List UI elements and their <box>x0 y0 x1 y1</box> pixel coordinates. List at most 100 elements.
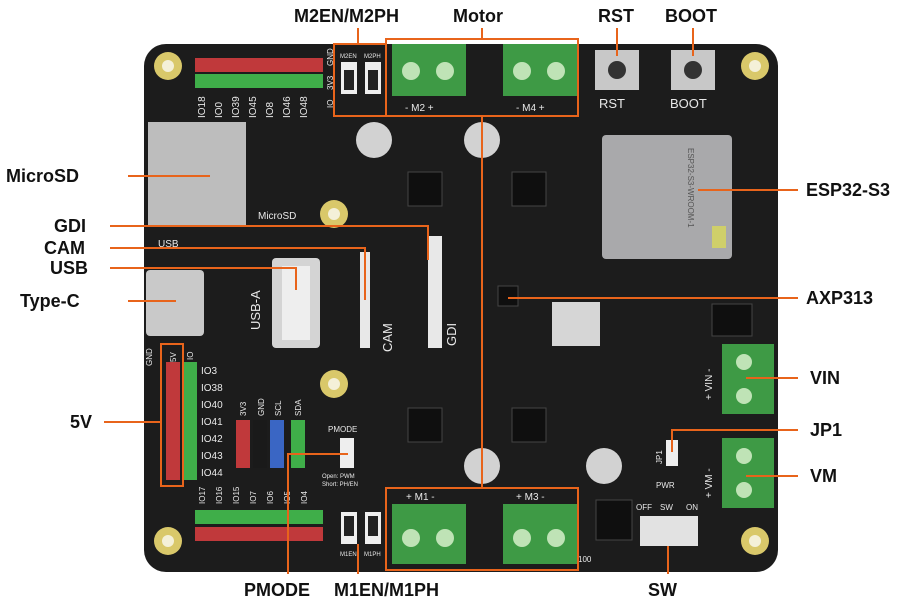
ics <box>407 171 753 541</box>
microsd-slot <box>148 122 246 226</box>
sw-off-silk: OFF <box>636 503 652 512</box>
left-pin-label-5: IO43 <box>201 451 223 462</box>
m1en-silk: M1EN <box>340 552 357 558</box>
terminal-vm <box>722 438 774 508</box>
callout-5v: 5V <box>70 412 92 432</box>
i2c-3v3-silk: 3V3 <box>239 401 248 416</box>
callout-esp32: ESP32-S3 <box>806 180 890 200</box>
gdi-silk: GDI <box>444 323 459 346</box>
vm-silk: + VM - <box>704 468 715 498</box>
left-pin-label-4: IO42 <box>201 434 223 445</box>
cam-silk: CAM <box>380 323 395 352</box>
top-pin-label-4: IO8 <box>265 101 276 118</box>
terminal-m4 <box>503 44 577 96</box>
rst-silk: RST <box>599 96 625 111</box>
top-jumper-io-label: IO <box>326 100 335 108</box>
left-gnd-silk: GND <box>145 348 154 366</box>
top-pin-label-1: IO0 <box>214 101 225 118</box>
m2en-silk: M2EN <box>340 54 357 60</box>
left-pin-label-1: IO38 <box>201 383 223 394</box>
microsd-silk: MicroSD <box>258 211 296 222</box>
type-c-port <box>146 270 204 336</box>
bottom-pin-label-2: IO15 <box>232 486 241 504</box>
m1-terminal-silk: + M1 - <box>406 492 435 503</box>
callout-sw: SW <box>648 580 677 600</box>
callout-jp1: JP1 <box>810 420 842 440</box>
left-pin-header <box>166 362 197 480</box>
callout-gdi: GDI <box>54 216 86 236</box>
leader-lines <box>104 28 798 574</box>
bottom-pin-label-3: IO7 <box>249 491 258 504</box>
m2ph-silk: M2PH <box>364 54 381 60</box>
v5-highlight <box>160 343 184 487</box>
pmode-silk: PMODE <box>328 425 357 434</box>
boot-silk: BOOT <box>670 96 707 111</box>
left-5v-silk: 5V <box>169 352 178 362</box>
terminal-m2 <box>392 44 466 96</box>
mounting-holes <box>154 52 769 555</box>
bottom-pin-label-4: IO6 <box>266 491 275 504</box>
top-jumper-gnd-label: GND <box>326 48 335 66</box>
callout-pmode: PMODE <box>244 580 310 600</box>
pmode-note-2: Short: PH/EN <box>322 482 358 488</box>
jp1-silk: JP1 <box>655 450 664 464</box>
pmode-note-1: Open: PWM <box>322 474 355 480</box>
callout-motor: Motor <box>453 6 503 26</box>
usb-silk: USB <box>158 239 179 250</box>
callout-axp313: AXP313 <box>806 288 873 308</box>
i2c-gnd-silk: GND <box>257 398 266 416</box>
top-pin-label-5: IO46 <box>282 96 293 118</box>
bottom-pin-header <box>195 510 323 541</box>
boot-button <box>671 50 715 90</box>
left-pin-label-2: IO40 <box>201 400 223 411</box>
terminal-m3 <box>503 504 577 564</box>
power-switch <box>640 516 698 546</box>
m4-terminal-silk: - M4 + <box>516 103 545 114</box>
esp32-module <box>602 135 732 259</box>
callout-rst: RST <box>598 6 634 26</box>
pwr-silk: PWR <box>656 481 675 490</box>
usb-a-silk: USB-A <box>248 290 263 330</box>
top-pin-header <box>195 58 323 88</box>
m1ph-silk: M1PH <box>364 552 381 558</box>
callout-vm: VM <box>810 466 837 486</box>
jp1-jumper <box>666 440 678 466</box>
callout-microsd: MicroSD <box>6 166 79 186</box>
bottom-pin-label-1: IO16 <box>215 486 224 504</box>
i2c-header <box>236 420 305 468</box>
i2c-scl-silk: SCL <box>274 400 283 416</box>
gdi-connector <box>428 236 442 348</box>
callout-boot: BOOT <box>665 6 717 26</box>
callout-usb: USB <box>50 258 88 278</box>
sw-sw-silk: SW <box>660 503 673 512</box>
callout-vin: VIN <box>810 368 840 388</box>
top-jumper-3v3-label: 3V3 <box>326 75 335 90</box>
m2-jumper-highlight <box>333 43 387 117</box>
m2-terminal-silk: - M2 + <box>405 103 434 114</box>
callout-cam: CAM <box>44 238 85 258</box>
callout-m2en-m2ph: M2EN/M2PH <box>294 6 399 26</box>
left-io-silk: IO <box>186 352 195 360</box>
top-pin-label-0: IO18 <box>197 96 208 118</box>
num-100-silk: 100 <box>578 555 592 564</box>
m3-terminal-silk: + M3 - <box>516 492 545 503</box>
terminal-m1 <box>392 504 466 564</box>
top-pin-label-3: IO45 <box>248 96 259 118</box>
top-pin-label-2: IO39 <box>231 96 242 118</box>
callout-m1en-m1ph: M1EN/M1PH <box>334 580 439 600</box>
left-pin-label-6: IO44 <box>201 468 223 479</box>
m2-jumpers <box>341 62 381 94</box>
vin-silk: + VIN - <box>704 369 715 400</box>
callout-type-c: Type-C <box>20 291 80 311</box>
sw-on-silk: ON <box>686 503 698 512</box>
top-pin-label-6: IO48 <box>299 96 310 118</box>
module-silk: ESP32-S3-WROOM-1 <box>686 148 695 228</box>
left-pin-label-3: IO41 <box>201 417 223 428</box>
bottom-pin-label-0: IO17 <box>198 486 207 504</box>
rst-button <box>595 50 639 90</box>
bottom-pin-label-6: IO4 <box>300 491 309 504</box>
m1-jumpers <box>341 512 381 544</box>
i2c-sda-silk: SDA <box>294 399 303 416</box>
left-pin-label-0: IO3 <box>201 366 218 377</box>
